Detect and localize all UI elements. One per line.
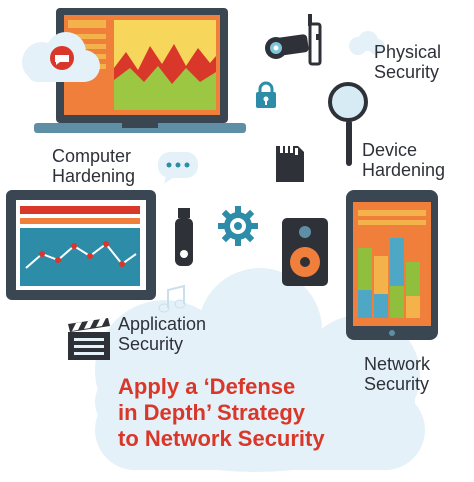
network-security-line1: Network — [364, 354, 431, 374]
headline-line3: to Network Security — [118, 426, 325, 451]
music-notes-icon — [158, 284, 186, 313]
network-security-line2: Security — [364, 374, 430, 394]
computer-hardening-label: Computer Hardening — [52, 146, 135, 186]
headline-line1: Apply a ‘Defense — [118, 374, 296, 399]
magnifier-icon — [328, 82, 368, 166]
headline-line2: in Depth’ Strategy — [118, 400, 306, 425]
speaker-icon — [282, 218, 328, 286]
clapperboard-icon — [68, 318, 110, 360]
application-security-label: Application Security — [118, 314, 206, 354]
application-security-line2: Security — [118, 334, 184, 354]
cloud-chat-icon — [22, 32, 100, 82]
phone-icon — [346, 190, 438, 340]
computer-hardening-line1: Computer — [52, 146, 132, 166]
usb-drive-icon — [175, 208, 193, 266]
device-hardening-label: Device Hardening — [362, 140, 445, 180]
headline: Apply a ‘Defense in Depth’ Strategy to N… — [118, 374, 448, 452]
speech-bubble-icon — [158, 152, 198, 184]
device-hardening-line2: Hardening — [362, 160, 446, 180]
application-security-line1: Application — [118, 314, 207, 334]
computer-hardening-line2: Hardening — [52, 166, 136, 186]
physical-security-line1: Physical — [374, 42, 442, 62]
padlock-icon — [256, 81, 276, 108]
network-security-label: Network Security — [364, 354, 430, 394]
small-cloud-icon — [349, 31, 385, 55]
laptop-icon — [34, 8, 246, 133]
sd-card-icon — [276, 146, 304, 182]
device-hardening-line1: Device — [362, 140, 418, 160]
gear-icon — [218, 206, 258, 246]
security-camera-icon — [265, 14, 322, 66]
physical-security-line2: Security — [374, 62, 440, 82]
tablet-icon — [6, 190, 156, 300]
physical-security-label: Physical Security — [374, 42, 441, 82]
